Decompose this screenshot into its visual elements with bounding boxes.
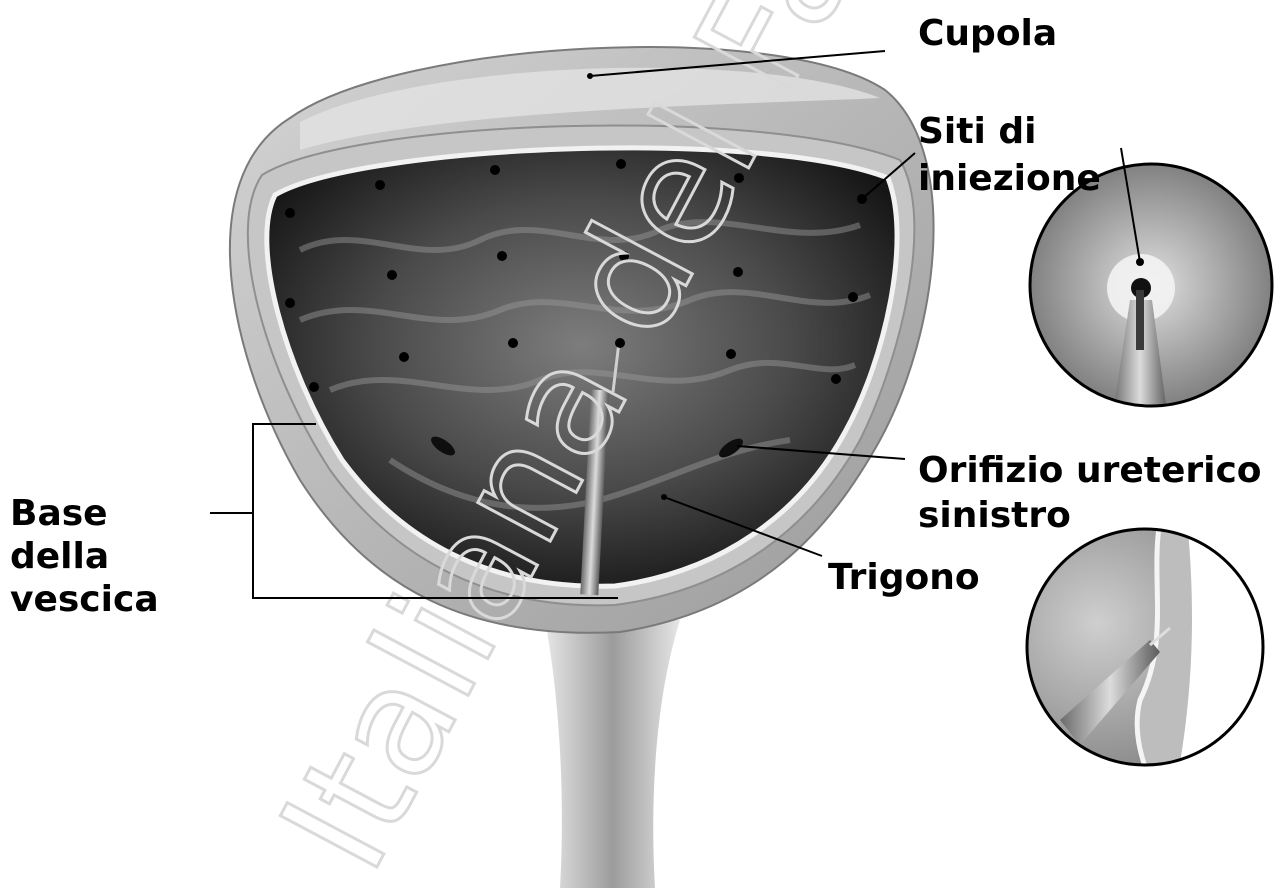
injection-site	[490, 165, 500, 175]
injection-site	[309, 382, 319, 392]
urethra	[545, 620, 680, 888]
injection-site	[375, 180, 385, 190]
label-ureteric-orifice-line2: sinistro	[918, 495, 1071, 536]
label-trigone: Trigono	[828, 557, 980, 598]
inset-injection-closeup	[1030, 164, 1272, 420]
injection-site	[285, 298, 295, 308]
label-bladder-base-line1: Base	[10, 493, 108, 534]
label-injection-sites-line1: Siti di	[918, 111, 1036, 152]
inset-wall-crosssection	[1027, 520, 1270, 790]
label-bladder-base-line2: della	[10, 536, 109, 577]
injection-site	[285, 208, 295, 218]
injection-site	[848, 292, 858, 302]
injection-site	[387, 270, 397, 280]
injection-site	[726, 349, 736, 359]
injection-site	[399, 352, 409, 362]
injection-site	[497, 251, 507, 261]
label-cupola: Cupola	[918, 13, 1057, 54]
label-injection-sites-line2: iniezione	[918, 158, 1101, 199]
label-ureteric-orifice-line1: Orifizio ureterico	[918, 450, 1262, 491]
injection-site	[831, 374, 841, 384]
label-bladder-base-line3: vescica	[10, 579, 159, 620]
